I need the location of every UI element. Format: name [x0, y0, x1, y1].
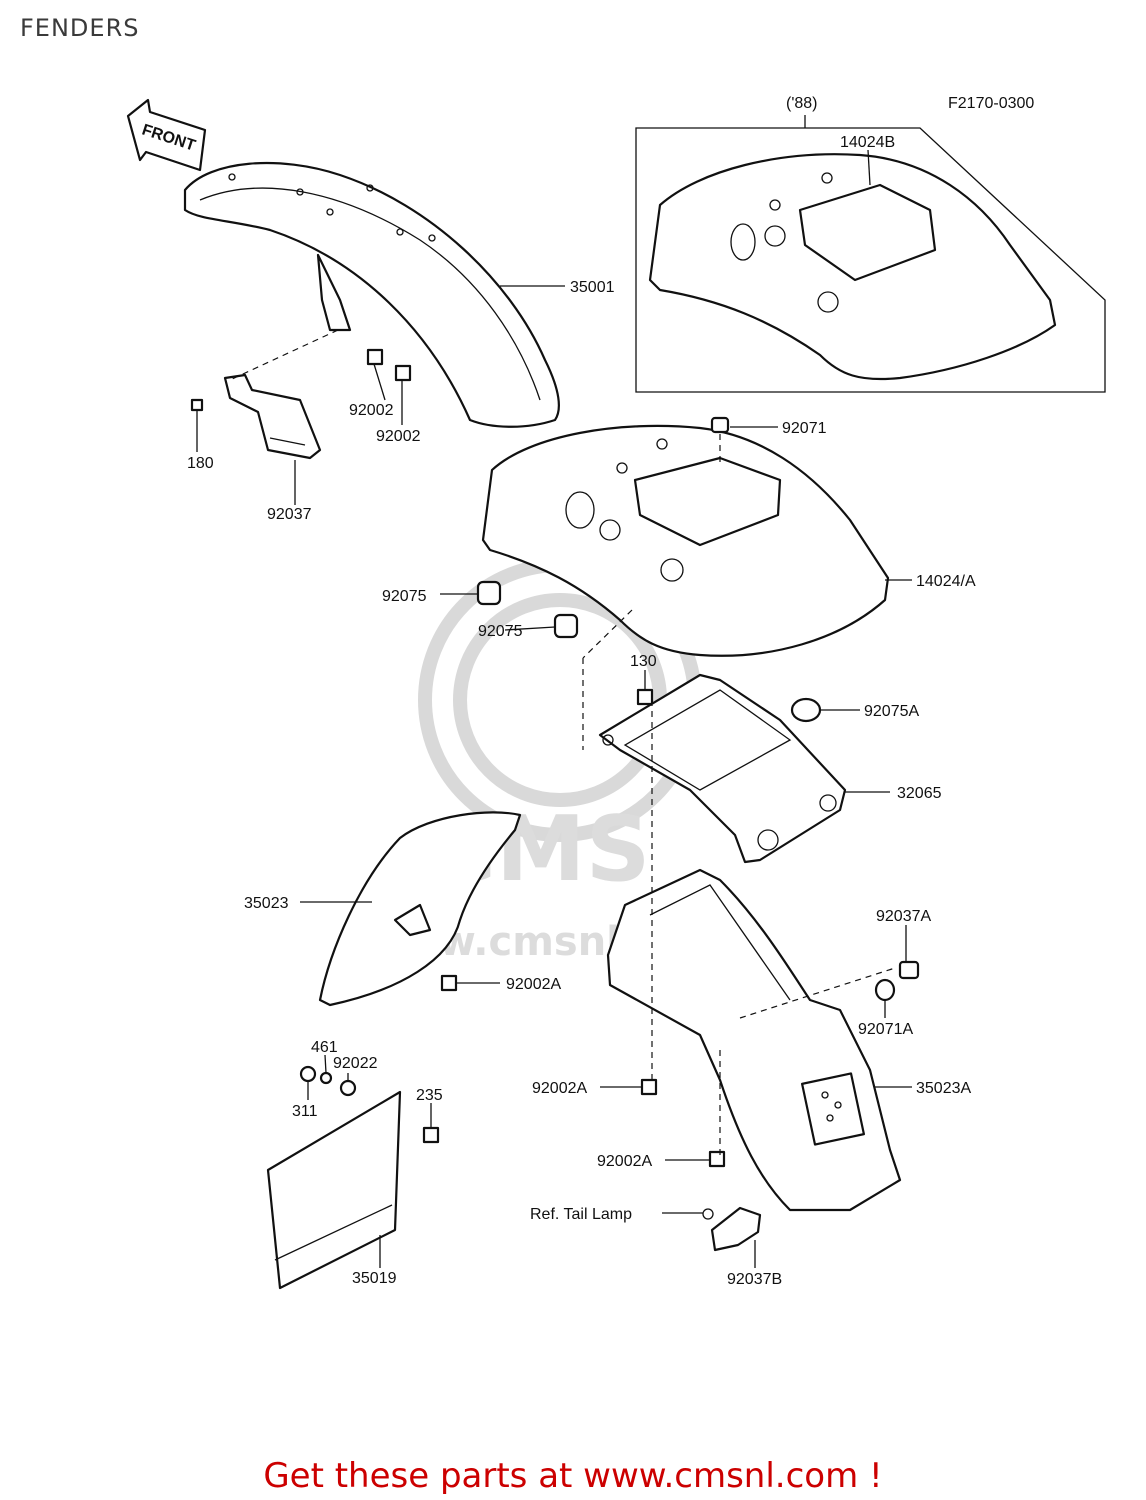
bracket-92037B [702, 1206, 762, 1252]
label-35019: 35019 [352, 1270, 397, 1287]
label-35023A: 35023A [916, 1080, 971, 1097]
inner-fender-35023 [318, 811, 522, 1007]
label-92075A: 92075A [864, 703, 919, 720]
label-ref-tail-lamp: Ref. Tail Lamp [530, 1206, 632, 1223]
rear-mudguard-35023A [606, 868, 902, 1212]
cap-92075A-icon [790, 697, 822, 723]
label-92071A: 92071A [858, 1021, 913, 1038]
label-14024B: 14024B [840, 134, 895, 151]
label-235: 235 [416, 1087, 443, 1104]
bolt-130-icon [636, 688, 654, 706]
label-14024A: 14024/A [916, 573, 976, 590]
promo-link[interactable]: Get these parts at www.cmsnl.com ! [263, 1456, 883, 1496]
label-92002A-a: 92002A [506, 976, 561, 993]
label-92002A-c: 92002A [597, 1153, 652, 1170]
variant-label: ('88) [786, 95, 818, 112]
grommet-92071A-icon [874, 978, 896, 1002]
bolt-92002A-c-icon [708, 1150, 726, 1168]
diagram-code: F2170-0300 [948, 95, 1034, 112]
label-32065: 32065 [897, 785, 942, 802]
rear-fender-14024A [481, 424, 890, 657]
bolt-180-icon [190, 398, 204, 412]
grommet-92071-icon [710, 416, 730, 434]
grommet-92075-icons [476, 580, 579, 639]
front-fender-35001 [183, 161, 560, 428]
page-title: FENDERS [20, 14, 140, 42]
label-180: 180 [187, 455, 214, 472]
label-35001: 35001 [570, 279, 615, 296]
bracket-92037 [223, 373, 322, 460]
label-92037: 92037 [267, 506, 312, 523]
label-92071: 92071 [782, 420, 827, 437]
label-92002-b: 92002 [376, 428, 421, 445]
label-92075-b: 92075 [478, 623, 523, 640]
rear-fender-14024B [648, 153, 1057, 381]
label-92002A-b: 92002A [532, 1080, 587, 1097]
clip-92037A-icon [898, 960, 920, 980]
label-461: 461 [311, 1039, 338, 1056]
leader-lines [196, 149, 912, 1268]
label-92022: 92022 [333, 1055, 378, 1072]
label-92037A: 92037A [876, 908, 931, 925]
bolt-92002A-a-icon [440, 974, 458, 992]
bolt-92002A-b-icon [640, 1078, 658, 1096]
bolt-92002-icons [366, 348, 412, 382]
label-92037B: 92037B [727, 1271, 782, 1288]
bracket-32065 [598, 673, 847, 864]
license-plate-35019 [266, 1090, 402, 1290]
variant-88-box [635, 115, 1106, 393]
front-arrow-icon: FRONT [126, 98, 207, 172]
diagram-labels: F2170-0300 ('88) 35001 92002 92002 180 9… [187, 95, 1034, 1288]
label-35023: 35023 [244, 895, 289, 912]
label-130: 130 [630, 653, 657, 670]
parts-diagram: CMS www.cmsnl.com FRONT [126, 95, 1106, 1290]
guide-lines [229, 329, 896, 1160]
label-311: 311 [292, 1103, 318, 1120]
label-92075-a: 92075 [382, 588, 427, 605]
label-92002-a: 92002 [349, 402, 394, 419]
